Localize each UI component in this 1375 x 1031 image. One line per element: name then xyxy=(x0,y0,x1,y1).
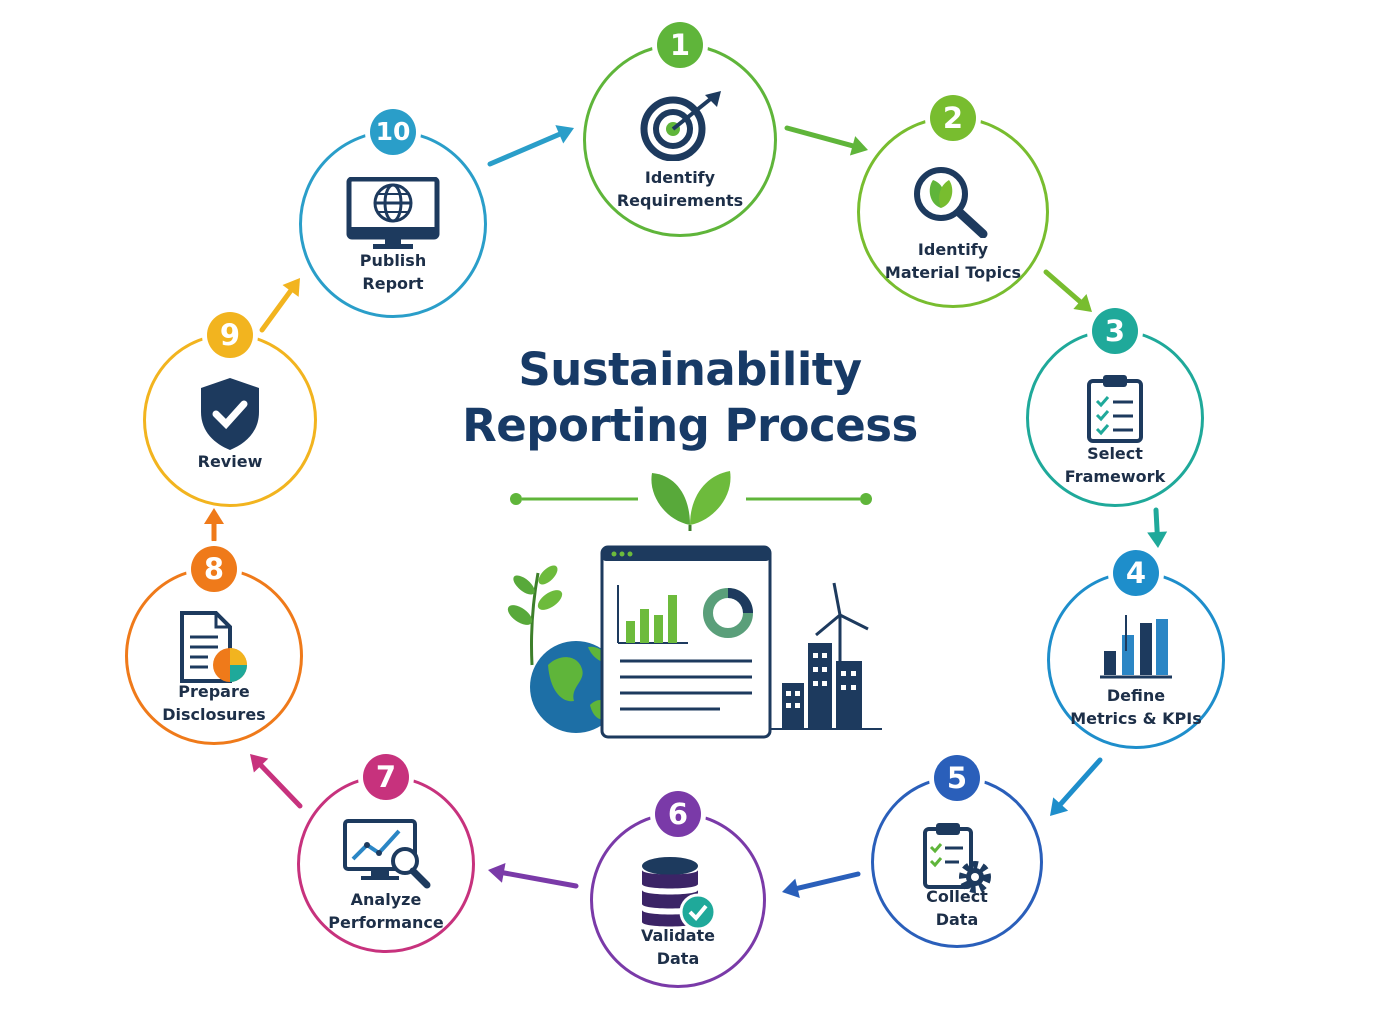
arrow-7-to-8 xyxy=(258,763,303,809)
clipboard-checklist-icon xyxy=(1085,373,1145,447)
arrow-2-to-3 xyxy=(1043,269,1083,305)
step-number-badge: 5 xyxy=(934,755,980,801)
arrow-10-to-1 xyxy=(487,131,562,167)
diagram-title: Sustainability Reporting Process xyxy=(440,342,940,454)
arrow-head-icon xyxy=(1073,293,1092,312)
dashboard-window-icon xyxy=(600,545,772,739)
arrow-head-icon xyxy=(488,863,506,883)
leaf-magnifier-icon xyxy=(911,164,995,242)
plant-icon xyxy=(507,565,563,666)
arrow-9-to-10 xyxy=(259,288,294,333)
step-number-badge: 4 xyxy=(1113,550,1159,596)
step-number-badge: 1 xyxy=(657,22,703,68)
leaf-divider-icon xyxy=(510,471,872,531)
arrow-head-icon xyxy=(204,508,224,524)
step-number-badge: 3 xyxy=(1092,308,1138,354)
title-line-2: Reporting Process xyxy=(462,399,918,452)
monitor-analytics-icon xyxy=(341,819,431,893)
step-number-badge: 8 xyxy=(191,546,237,592)
arrow-head-icon xyxy=(849,136,868,156)
step-number-badge: 6 xyxy=(655,791,701,837)
monitor-globe-icon xyxy=(345,176,441,255)
step-number-badge: 7 xyxy=(363,754,409,800)
arrow-head-icon xyxy=(1147,531,1168,548)
title-line-1: Sustainability xyxy=(518,343,862,396)
arrow-1-to-2 xyxy=(784,125,856,149)
arrow-4-to-5 xyxy=(1058,757,1103,807)
clipboard-gear-icon xyxy=(921,819,993,899)
arrow-head-icon xyxy=(1050,797,1069,816)
database-check-icon xyxy=(638,856,718,936)
city-wind-turbine-icon xyxy=(770,582,882,730)
arrow-head-icon xyxy=(555,125,574,144)
globe-icon xyxy=(530,641,622,733)
step-number-badge: 2 xyxy=(930,95,976,141)
arrow-3-to-4 xyxy=(1153,507,1160,535)
step-label: Review xyxy=(197,452,263,472)
arrow-head-icon xyxy=(282,278,300,297)
arrow-head-icon xyxy=(782,878,800,899)
bar-chart-icon xyxy=(1098,615,1174,683)
step-9: 9 Review xyxy=(143,312,317,507)
step-number-badge: 9 xyxy=(207,312,253,358)
shield-check-icon xyxy=(197,376,263,456)
target-icon xyxy=(635,91,725,165)
arrow-head-icon xyxy=(250,754,269,773)
arrow-5-to-6 xyxy=(795,871,861,891)
sustainability-dashboard-illustration xyxy=(507,471,882,739)
document-pie-icon xyxy=(178,611,250,689)
arrow-6-to-7 xyxy=(501,870,579,889)
step-number-badge: 10 xyxy=(370,109,416,155)
